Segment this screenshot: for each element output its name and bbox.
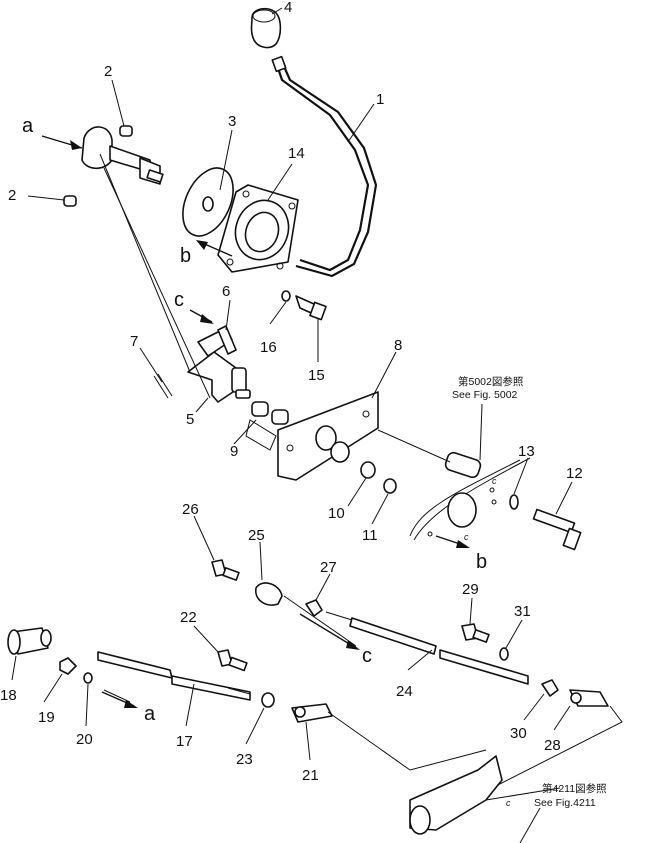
ref-letter-c-top: c [174, 289, 184, 311]
pivot-shaft [63, 125, 164, 207]
main-plate [277, 391, 379, 481]
part-number-8: 8 [394, 337, 402, 354]
part-number-27: 27 [320, 559, 337, 576]
cover-sheet [377, 429, 531, 541]
part-number-16: 16 [260, 339, 277, 356]
reference-arrows [41, 135, 470, 708]
ref-letter-a-bottom: a [144, 703, 156, 725]
note-fig4211-en: See Fig.4211 [534, 797, 596, 809]
part-number-2-upper: 2 [104, 63, 112, 80]
part-number-31: 31 [514, 603, 531, 620]
part-number-9: 9 [230, 443, 238, 460]
part-number-25: 25 [248, 527, 265, 544]
guide-lines [103, 595, 357, 703]
part-numbers: 4 1 2 2 3 14 6 7 5 9 16 15 8 10 11 12 13… [0, 0, 583, 784]
bolt-12 [509, 494, 582, 551]
bushings [245, 401, 289, 451]
part-number-6: 6 [222, 283, 230, 300]
part-number-26: 26 [182, 501, 199, 518]
ref-letter-b-top: b [180, 245, 191, 267]
washers-10-11 [360, 461, 397, 494]
link-bracket [99, 153, 251, 403]
part-number-10: 10 [328, 505, 345, 522]
part-number-19: 19 [38, 709, 55, 726]
part-number-15: 15 [308, 367, 325, 384]
figure-notes: 第5002図参照 See Fig. 5002 第4211図参照 See Fig.… [452, 375, 607, 809]
bracket-plate [217, 184, 299, 273]
ref-letter-c-small-3: c [506, 798, 511, 808]
note-fig5002-en: See Fig. 5002 [452, 389, 518, 401]
small-pin [153, 373, 173, 399]
part-number-12: 12 [566, 465, 583, 482]
part-number-17: 17 [176, 733, 193, 750]
note-fig5002-jp: 第5002図参照 [458, 375, 524, 388]
part-number-11: 11 [362, 527, 378, 544]
part-number-1: 1 [376, 91, 384, 108]
part-number-28: 28 [544, 737, 561, 754]
part-number-14: 14 [288, 145, 305, 162]
ref-letter-a-top: a [22, 115, 34, 137]
part-number-7: 7 [130, 333, 138, 350]
ref-letter-c-small-2: c [464, 532, 469, 542]
part-number-2-lower: 2 [8, 187, 16, 204]
part-number-30: 30 [510, 725, 527, 742]
part-number-4: 4 [284, 0, 292, 16]
reference-letters: a b c b c a c c c [22, 115, 511, 808]
knob-part [250, 7, 282, 49]
part-number-29: 29 [462, 581, 479, 598]
ref-letter-b-bottom: b [476, 551, 487, 573]
ref-letter-c-mid: c [362, 645, 372, 667]
leader-lines [11, 7, 573, 843]
bolt-15 [281, 290, 327, 321]
part-number-18: 18 [0, 687, 17, 704]
part-number-3: 3 [228, 113, 236, 130]
part-number-21: 21 [302, 767, 319, 784]
ref-letter-c-small-1: c [492, 476, 497, 486]
rod-assembly [7, 559, 623, 835]
part-number-22: 22 [180, 609, 197, 626]
lever-rod [271, 55, 378, 278]
part-number-23: 23 [236, 751, 253, 768]
note-fig4211-jp: 第4211図参照 [542, 782, 607, 795]
part-number-24: 24 [396, 683, 413, 700]
part-number-13: 13 [518, 443, 535, 460]
part-number-5: 5 [186, 411, 194, 428]
part-number-20: 20 [76, 731, 93, 748]
